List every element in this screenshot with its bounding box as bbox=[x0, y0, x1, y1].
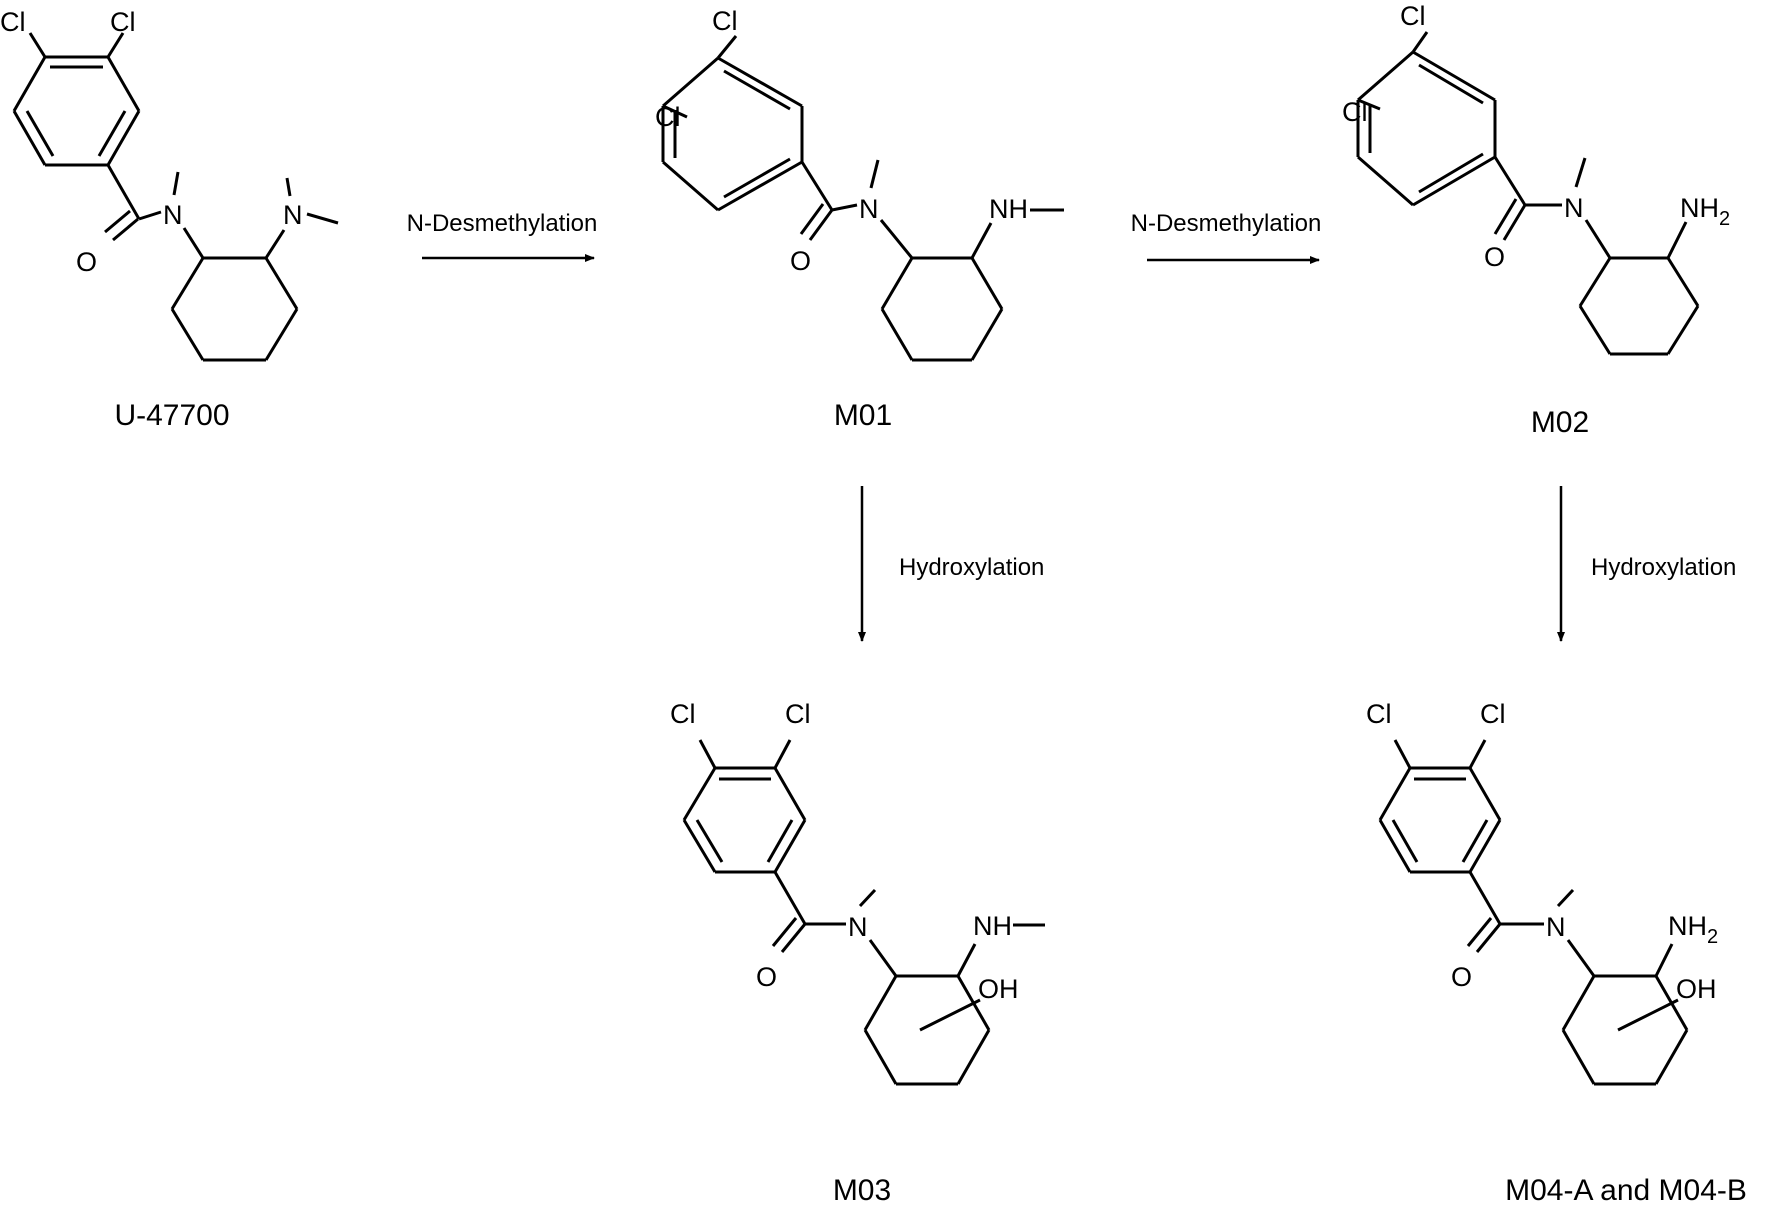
benzene-ring bbox=[661, 56, 804, 212]
atom-cl-label: Cl bbox=[712, 6, 738, 36]
benzene-ring bbox=[12, 55, 141, 167]
atom-nh-label: NH bbox=[973, 911, 1012, 941]
compound-name-u47700: U-47700 bbox=[114, 399, 229, 432]
atom-oh-label: OH bbox=[1676, 974, 1717, 1004]
compound-name-m01: M01 bbox=[834, 399, 892, 432]
atom-n-label: N bbox=[283, 200, 303, 230]
reaction-arrow-r2: N-Desmethylation bbox=[1131, 210, 1322, 264]
atom-n-label: N bbox=[1564, 193, 1584, 223]
atom-nh-part: NH bbox=[1668, 911, 1707, 941]
structure-m02: Cl Cl O N NH2 M02 bbox=[1342, 1, 1730, 439]
atom-o-label: O bbox=[1484, 242, 1505, 272]
atom-o-label: O bbox=[790, 246, 811, 276]
structure-u47700: Cl Cl O N N U-47700 bbox=[0, 7, 339, 432]
atom-n-label: N bbox=[859, 194, 879, 224]
benzene-ring bbox=[682, 766, 807, 874]
atom-nh-part: NH bbox=[1680, 193, 1719, 223]
atom-oh-label: OH bbox=[978, 974, 1019, 1004]
reaction-label-r3: Hydroxylation bbox=[899, 554, 1044, 581]
atom-nh2-label: NH2 bbox=[1680, 193, 1730, 230]
atom-n-label: N bbox=[848, 912, 868, 942]
atom-n-label: N bbox=[1546, 912, 1566, 942]
atom-cl-label: Cl bbox=[1366, 699, 1392, 729]
cyclohexane-ring bbox=[863, 974, 991, 1086]
structure-m03: Cl Cl O N NH OH M03 bbox=[670, 699, 1045, 1207]
atom-o-label: O bbox=[756, 962, 777, 992]
structure-m01: Cl Cl O N NH M01 bbox=[655, 6, 1064, 432]
atom-subscript-2: 2 bbox=[1707, 926, 1718, 948]
compound-name-m03: M03 bbox=[833, 1174, 891, 1207]
atom-cl-label: Cl bbox=[0, 7, 26, 37]
reaction-arrow-r4: Hydroxylation bbox=[1557, 486, 1736, 642]
reaction-label-r4: Hydroxylation bbox=[1591, 554, 1736, 581]
structure-m04: Cl Cl O N NH2 OH M04-A and M04-B bbox=[1366, 699, 1747, 1207]
benzene-ring bbox=[1378, 766, 1502, 874]
reaction-label-r2: N-Desmethylation bbox=[1131, 210, 1322, 237]
reaction-arrow-r3: Hydroxylation bbox=[858, 486, 1044, 642]
cyclohexane-ring bbox=[1578, 256, 1700, 356]
reaction-label-r1: N-Desmethylation bbox=[407, 210, 598, 237]
atom-o-label: O bbox=[76, 247, 97, 277]
benzene-ring bbox=[1356, 50, 1497, 207]
atom-cl-label: Cl bbox=[670, 699, 696, 729]
atom-o-label: O bbox=[1451, 962, 1472, 992]
cyclohexane-ring bbox=[170, 256, 299, 362]
cyclohexane-ring bbox=[880, 256, 1004, 362]
atom-n-label: N bbox=[163, 200, 183, 230]
atom-cl-label: Cl bbox=[655, 102, 681, 132]
atom-subscript-2: 2 bbox=[1719, 208, 1730, 230]
compound-name-m04: M04-A and M04-B bbox=[1505, 1174, 1747, 1207]
atom-cl-label: Cl bbox=[1400, 1, 1426, 31]
atom-cl-label: Cl bbox=[1480, 699, 1506, 729]
reaction-arrow-r1: N-Desmethylation bbox=[407, 210, 598, 262]
atom-nh2-label: NH2 bbox=[1668, 911, 1718, 948]
cyclohexane-ring bbox=[1561, 974, 1689, 1086]
atom-cl-label: Cl bbox=[110, 7, 136, 37]
atom-nh-label: NH bbox=[989, 194, 1028, 224]
compound-name-m02: M02 bbox=[1531, 406, 1589, 439]
atom-cl-label: Cl bbox=[785, 699, 811, 729]
atom-cl-label: Cl bbox=[1342, 97, 1368, 127]
